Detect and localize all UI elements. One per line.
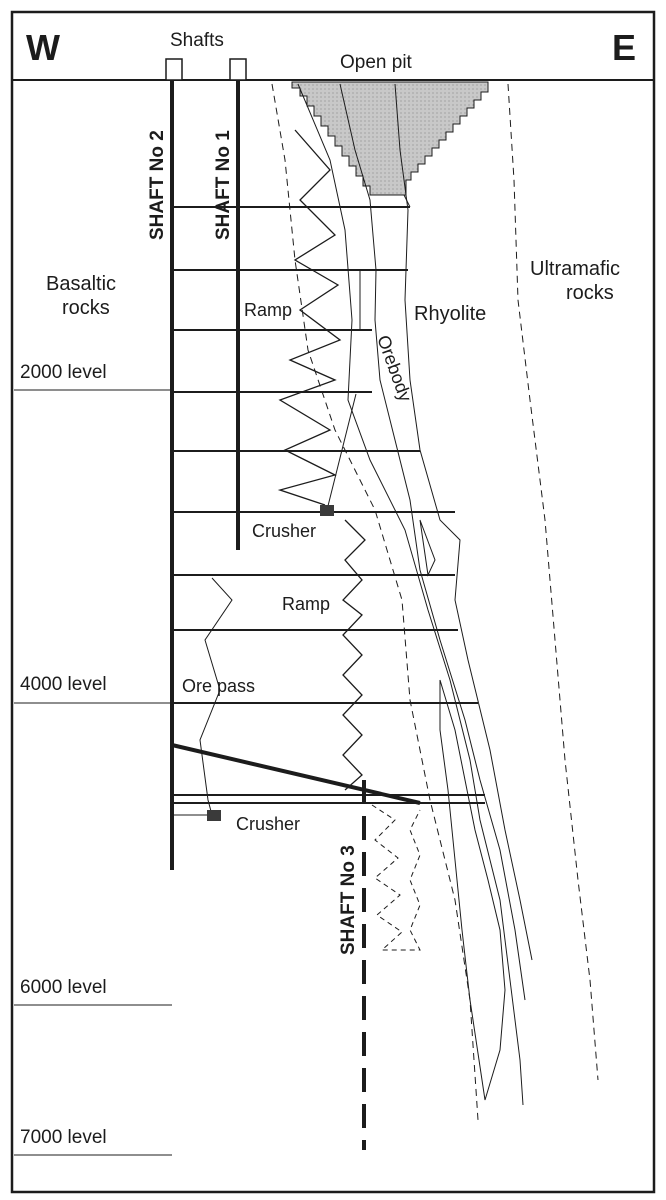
pit-connector [403, 194, 411, 208]
orebody-west-edge [339, 83, 526, 1001]
upper-ramp-zigzag [277, 129, 342, 506]
orebody-east-edge [394, 83, 533, 961]
basaltic-label-line2: rocks [62, 297, 110, 319]
east-label: E [612, 27, 636, 68]
level-6000-label: 6000 level [20, 977, 107, 998]
rhyolite-contact-west [297, 83, 524, 1106]
shaft-2-label: SHAFT No 2 [147, 130, 168, 240]
crusher-upper-marker [320, 505, 334, 516]
crusher-lower-label: Crusher [236, 814, 300, 834]
ramp-lower-label: Ramp [282, 594, 330, 614]
shafts-label: Shafts [170, 30, 224, 51]
decline [171, 743, 421, 805]
open-pit-label: Open pit [340, 52, 413, 73]
shaft3-drill-dashed [371, 804, 421, 951]
diagram-frame [10, 10, 656, 1194]
level-7000-label: 7000 level [20, 1127, 107, 1148]
orebody-lens-2 [439, 679, 506, 1101]
orebody-lens-1 [419, 519, 436, 577]
ultramafic-label-line2: rocks [566, 282, 614, 304]
headframe-shaft-1 [229, 58, 247, 81]
shaft-1-label: SHAFT No 1 [213, 130, 234, 240]
open-pit [291, 81, 489, 196]
lower-ramp-zigzag [342, 519, 366, 791]
headframe-shaft-2 [165, 58, 183, 81]
level-2000-label: 2000 level [20, 362, 107, 383]
basalt-contact-dashed [271, 83, 479, 1121]
ultramafic-contact-dashed [507, 83, 599, 1081]
crusher-upper-label: Crusher [252, 521, 316, 541]
shaft-3-label: SHAFT No 3 [338, 845, 359, 955]
ramp-upper-label: Ramp [244, 300, 292, 320]
crusher-lower-marker [207, 810, 221, 821]
west-label: W [26, 27, 60, 68]
level-4000-label: 4000 level [20, 674, 107, 695]
basaltic-label-line1: Basaltic [46, 273, 116, 295]
ore-pass-label: Ore pass [182, 676, 255, 696]
rhyolite-label: Rhyolite [414, 303, 486, 325]
ultramafic-label-line1: Ultramafic [530, 258, 620, 280]
ore-pass-line [199, 577, 233, 816]
